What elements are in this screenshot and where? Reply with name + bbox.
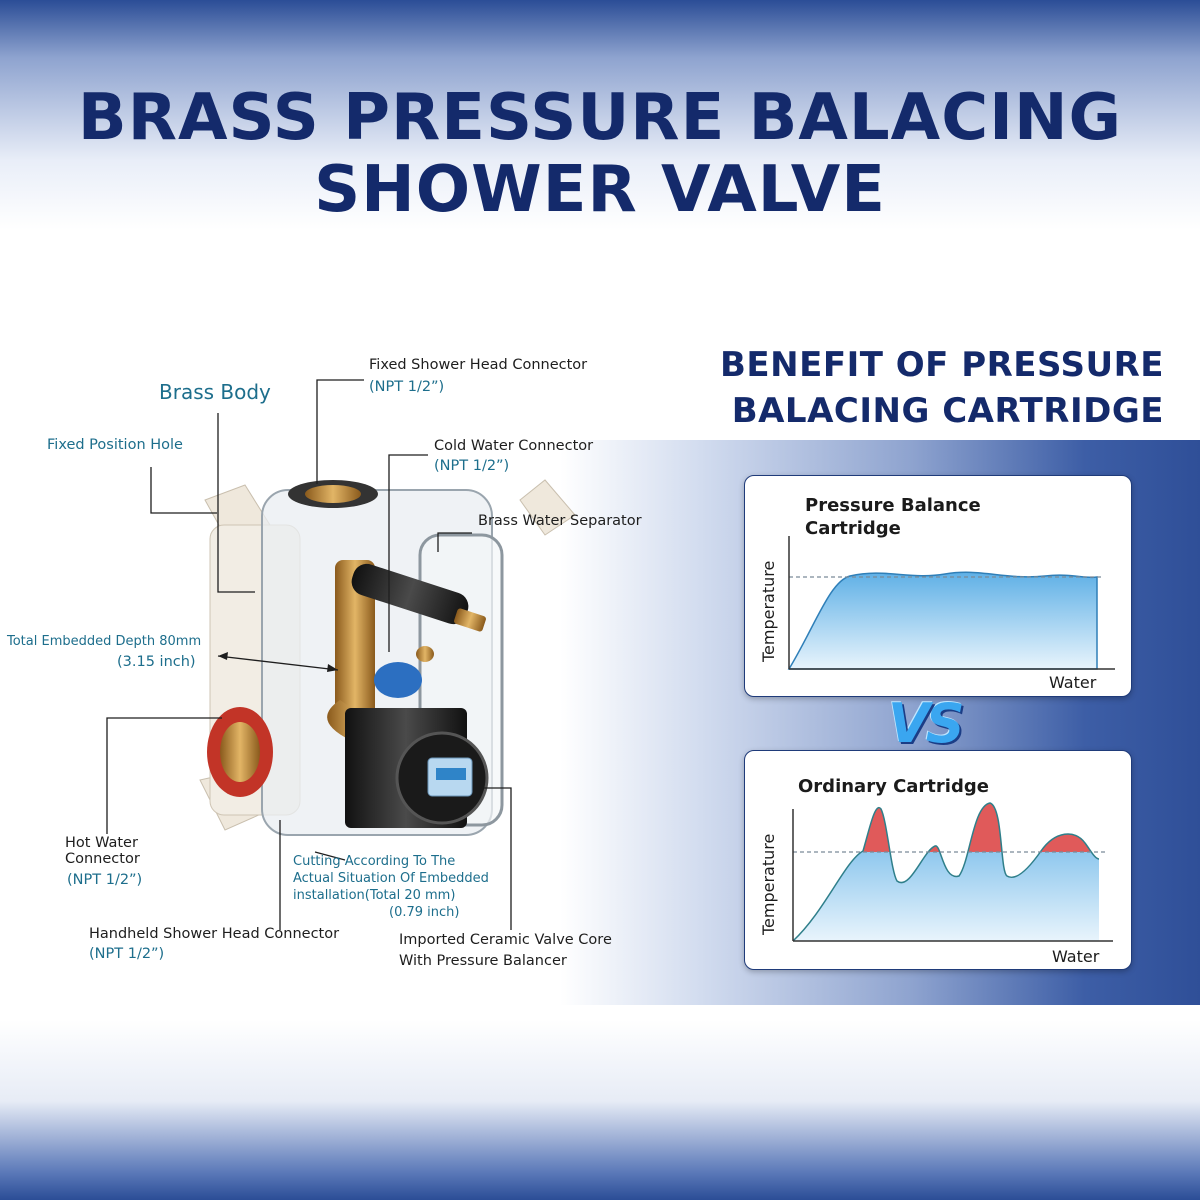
label-ceramic-core-line1: Imported Ceramic Valve Core (399, 932, 612, 948)
label-cutting-line2: Actual Situation Of Embedded (293, 871, 489, 886)
brass-small-fitting (416, 646, 434, 662)
pressure-balance-curve (787, 571, 1098, 670)
footer-background (0, 1020, 1200, 1200)
label-cutting-line1: Cutting According To The (293, 854, 456, 869)
label-fixed-shower-head-npt: (NPT 1/2”) (369, 379, 445, 395)
label-fixed-shower-head: Fixed Shower Head Connector (369, 357, 588, 373)
label-hot-water-npt: (NPT 1/2”) (67, 872, 143, 888)
ordinary-overshoot-fill (861, 803, 1092, 852)
black-stem (351, 563, 469, 625)
pressure-balance-title-line1: Pressure Balance (805, 495, 981, 516)
ordinary-curve-fill (793, 852, 1099, 941)
brass-fitting-tip (454, 608, 486, 632)
pressure-balance-xlabel: Water (1049, 673, 1097, 692)
page-title-line2: SHOWER VALVE (314, 153, 886, 227)
ordinary-cartridge-panel: Ordinary Cartridge Temperature Water (744, 750, 1132, 970)
dimension-line-cut (314, 851, 346, 861)
label-cutting-line3: installation(Total 20 mm) (293, 888, 456, 903)
callout-line-separator (437, 532, 472, 552)
ordinary-cartridge-title: Ordinary Cartridge (798, 776, 989, 797)
label-brass-water-separator: Brass Water Separator (478, 513, 642, 529)
callout-line-brass-body (217, 413, 255, 593)
dimension-arrow-right (327, 664, 338, 672)
page-title: BRASS PRESSURE BALACING SHOWER VALVE (0, 82, 1200, 226)
dimension-line-depth (217, 655, 339, 671)
label-hot-water-line2: Connector (65, 851, 140, 867)
label-embedded-depth: Total Embedded Depth 80mm (7, 634, 202, 649)
label-ceramic-core-line2: With Pressure Balancer (399, 953, 567, 969)
ordinary-chart (792, 802, 1113, 942)
blue-seal (374, 662, 422, 698)
pressure-balance-title-line2: Cartridge (805, 518, 901, 539)
label-fixed-position-hole: Fixed Position Hole (47, 437, 183, 453)
callout-line-fixed-shower (316, 379, 364, 484)
callout-line-fixed-hole (150, 467, 217, 514)
pressure-balance-panel: Pressure Balance Cartridge Temperature W… (744, 475, 1132, 697)
header-background (0, 0, 1200, 230)
pressure-balance-title: Pressure Balance Cartridge (805, 494, 981, 540)
label-brass-body: Brass Body (159, 380, 271, 404)
callout-line-cold-water (388, 454, 428, 652)
benefit-heading-line2: BALACING CARTRIDGE (731, 391, 1164, 431)
ceramic-core-stem (436, 768, 466, 780)
label-cutting-inch: (0.79 inch) (389, 905, 460, 920)
label-cold-water-npt: (NPT 1/2”) (434, 458, 510, 474)
label-handheld-shower: Handheld Shower Head Connector (89, 926, 340, 942)
label-embedded-depth-inch: (3.15 inch) (117, 654, 196, 670)
top-connector-brass (305, 485, 361, 503)
brass-water-separator (335, 560, 375, 720)
callout-line-ceramic (484, 787, 512, 930)
hot-connector-brass (220, 722, 260, 782)
label-hot-water-line1: Hot Water (65, 835, 138, 851)
label-cold-water: Cold Water Connector (434, 438, 594, 454)
benefit-heading-line1: BENEFIT OF PRESSURE (720, 345, 1164, 385)
mounting-ear-top-right (519, 479, 576, 536)
callout-line-hot-water (106, 717, 222, 834)
label-handheld-npt: (NPT 1/2”) (89, 946, 165, 962)
ordinary-xlabel: Water (1052, 947, 1100, 966)
page-title-line1: BRASS PRESSURE BALACING (77, 81, 1123, 155)
dimension-arrow-left (218, 652, 228, 660)
pressure-balance-chart (787, 536, 1115, 670)
vs-badge: VS (888, 692, 965, 755)
benefit-heading: BENEFIT OF PRESSURE BALACING CARTRIDGE (690, 342, 1164, 434)
ordinary-curve-line (792, 802, 1100, 942)
